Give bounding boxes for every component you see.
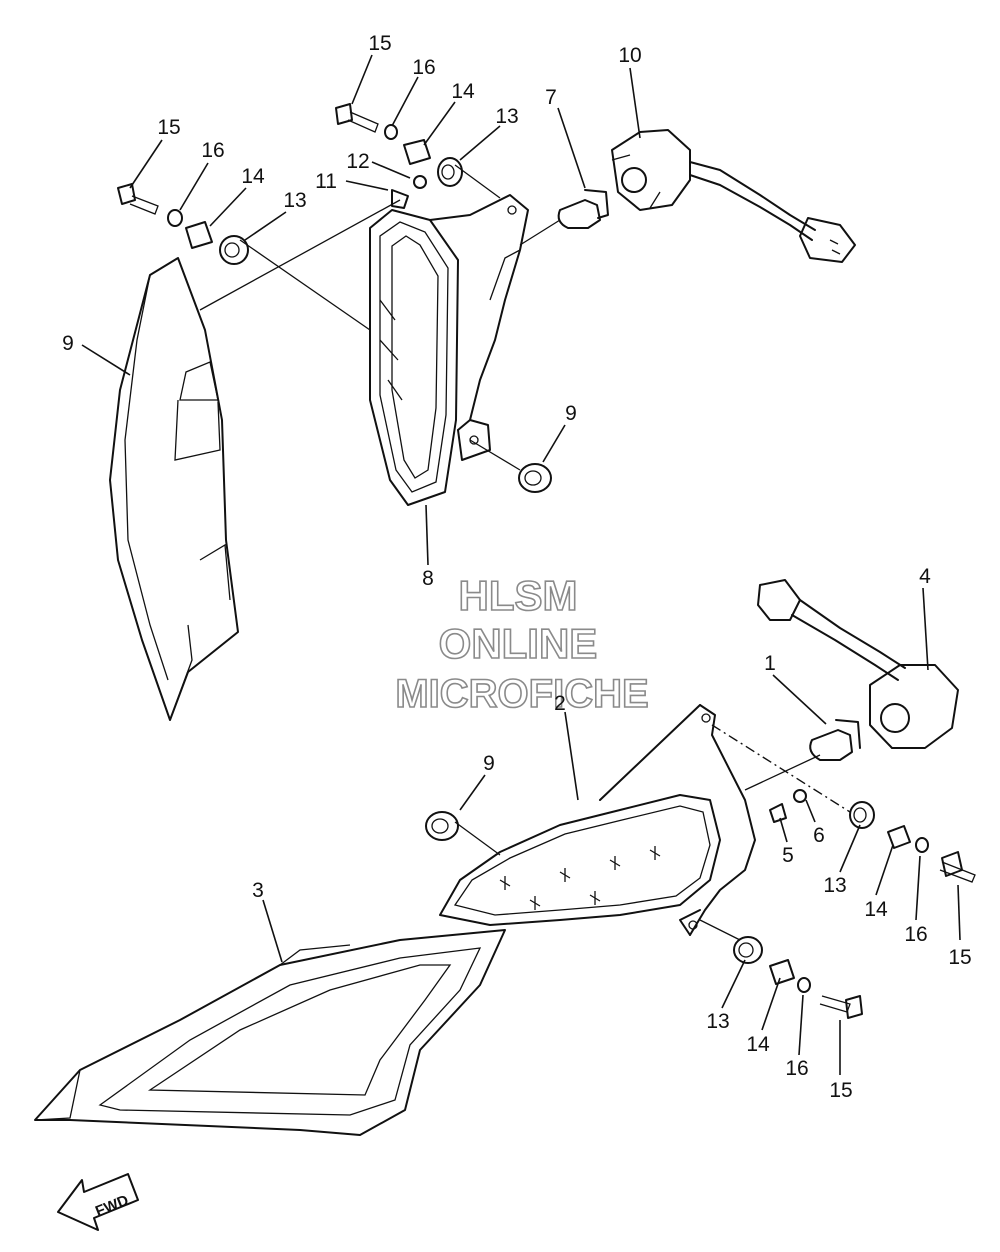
callout-16: 16 [412, 56, 435, 79]
callout-3: 3 [252, 879, 264, 902]
watermark: HLSM ONLINE MICROFICHE [395, 571, 650, 717]
callout-15: 15 [157, 116, 180, 139]
callout-9: 9 [483, 752, 495, 775]
front-hardware [425, 789, 976, 1019]
leader-lines [81, 54, 961, 1075]
front-cover [34, 929, 506, 1136]
front-socket-harness [757, 579, 959, 749]
callout-9: 9 [62, 332, 74, 355]
rear-hardware [117, 103, 552, 493]
callout-labels: 15 16 14 13 12 11 7 10 15 16 14 13 9 9 8… [62, 32, 972, 1102]
callout-12: 12 [346, 150, 369, 173]
callout-13: 13 [706, 1010, 729, 1033]
watermark-line2: ONLINE [439, 620, 598, 667]
rear-light-assembly [369, 194, 529, 506]
callout-13: 13 [495, 105, 518, 128]
callout-13: 13 [283, 189, 306, 212]
callout-16: 16 [904, 923, 927, 946]
watermark-line1: HLSM [459, 572, 578, 619]
front-bulb [809, 719, 861, 761]
callout-16: 16 [785, 1057, 808, 1080]
rear-socket-harness [611, 129, 856, 263]
callout-11: 11 [315, 170, 337, 193]
callout-15: 15 [368, 32, 391, 55]
front-light-assembly [439, 704, 756, 936]
callout-5: 5 [782, 844, 794, 867]
fwd-arrow: FWD [57, 1173, 139, 1231]
callout-14: 14 [451, 80, 475, 103]
callout-13: 13 [823, 874, 846, 897]
callout-4: 4 [919, 565, 931, 588]
rear-bulb [557, 189, 609, 229]
left-side-cover [109, 257, 239, 721]
callout-14: 14 [864, 898, 888, 921]
callout-16: 16 [201, 139, 224, 162]
callout-7: 7 [545, 86, 557, 109]
callout-2: 2 [554, 692, 566, 715]
callout-9: 9 [565, 402, 577, 425]
callout-6: 6 [813, 824, 825, 847]
fwd-label: FWD [93, 1192, 131, 1221]
callout-15: 15 [829, 1079, 852, 1102]
callout-10: 10 [618, 44, 641, 67]
callout-8: 8 [422, 567, 434, 590]
callout-14: 14 [746, 1033, 770, 1056]
callout-14: 14 [241, 165, 265, 188]
callout-15: 15 [948, 946, 971, 969]
watermark-line3: MICROFICHE [395, 672, 648, 716]
assembly-guide-lines [199, 164, 851, 941]
callout-1: 1 [764, 652, 776, 675]
